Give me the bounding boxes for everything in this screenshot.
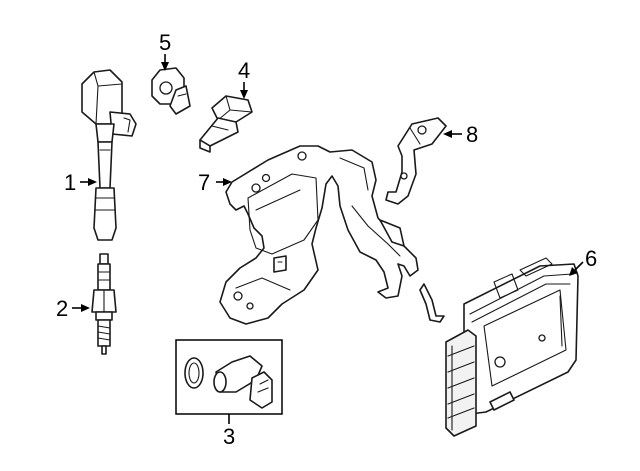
callout-3: 3: [223, 424, 235, 449]
callout-leaders: [72, 54, 584, 424]
ecm-module: [445, 257, 579, 437]
ecm-bracket: [219, 145, 445, 325]
callout-2: 2: [56, 296, 68, 321]
callout-numbers: 1 2 3 4 5 6 7 8: [56, 30, 597, 449]
callout-4: 4: [238, 58, 250, 83]
knock-sensor: [151, 67, 191, 115]
ignition-coil: [81, 69, 137, 241]
callout-1: 1: [64, 170, 76, 195]
spark-plug: [91, 253, 117, 355]
callout-6: 6: [585, 246, 597, 271]
crankshaft-sensor: [199, 95, 253, 153]
camshaft-sensor-box: [175, 339, 283, 415]
callout-5: 5: [159, 30, 171, 55]
callout-8: 8: [466, 122, 478, 147]
callout-7: 7: [198, 170, 210, 195]
small-bracket: [385, 117, 447, 205]
